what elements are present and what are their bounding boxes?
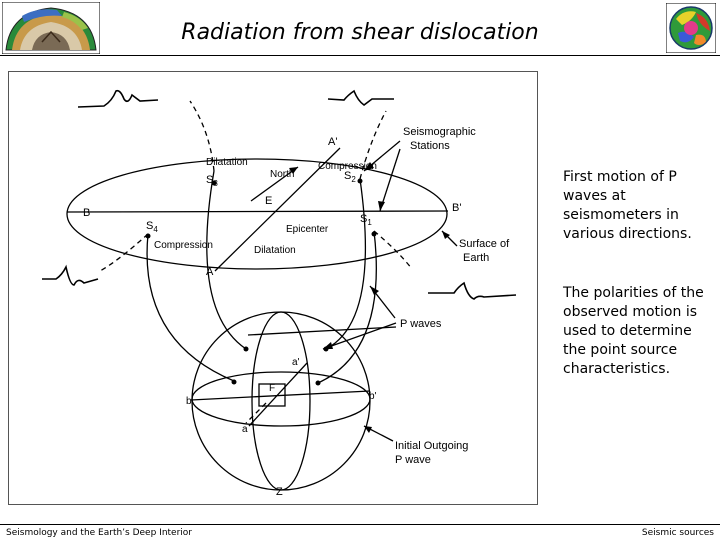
ray-dash-s3 — [189, 100, 215, 172]
caption-polarities: The polarities of the observed motion is… — [563, 285, 704, 377]
sphere-dot-3 — [231, 379, 237, 385]
figure-frame — [8, 71, 538, 505]
arrowhead-surface — [442, 231, 450, 239]
b-b-prime-line — [66, 210, 449, 213]
seismogram-s4 — [42, 264, 99, 286]
arrowhead-stations-s1 — [378, 201, 385, 211]
label-e: E — [265, 195, 272, 207]
footer-course-title: Seismology and the Earth’s Deep Interior — [6, 528, 192, 538]
pointer-p-waves-3 — [247, 326, 397, 336]
b-b-prime-lower-line — [190, 390, 371, 401]
arrowhead-stations-s2 — [364, 162, 374, 171]
footer-divider — [0, 524, 720, 525]
label-b: B — [83, 207, 90, 219]
caption-first-motion: First motion of P waves at seismometers … — [563, 169, 692, 242]
label-earth: Earth — [463, 252, 489, 264]
label-b-prime-lower: b' — [369, 391, 377, 402]
label-p-wave: P wave — [395, 454, 431, 466]
label-f: F — [269, 383, 275, 394]
sphere-dot-1 — [243, 346, 249, 352]
ray-dash-s1 — [373, 230, 413, 270]
label-s1: S1 — [360, 213, 372, 227]
a-a-prime-line — [214, 147, 341, 272]
label-a-lower: a — [242, 424, 248, 435]
seismogram-s1 — [428, 281, 517, 300]
fault-plane-trace — [248, 362, 308, 427]
label-initial-outgoing: Initial Outgoing — [395, 440, 468, 452]
label-b-lower: b — [186, 396, 192, 407]
station-dot-s3 — [211, 180, 217, 186]
arrowhead-p-1 — [370, 286, 379, 295]
ray-path-s4 — [146, 233, 235, 382]
label-seismographic: Seismographic — [403, 126, 476, 138]
footer-section-title: Seismic sources — [641, 528, 714, 538]
label-p-waves: P waves — [400, 318, 442, 330]
arrowhead-initial — [364, 426, 372, 433]
label-a-prime-upper: A' — [328, 136, 337, 148]
header: Radiation from shear dislocation — [0, 0, 720, 57]
focal-sphere-equator — [191, 371, 371, 427]
seismogram-s3 — [77, 89, 159, 108]
label-dilatation-upper: Dilatation — [206, 157, 248, 168]
label-s2: S2 — [344, 170, 356, 184]
label-compression-upper: Compression — [318, 161, 377, 172]
slide-title: Radiation from shear dislocation — [181, 20, 539, 45]
north-arrow — [250, 166, 299, 202]
label-compression-lower: Compression — [154, 240, 213, 251]
header-divider — [0, 55, 720, 56]
tomography-globe-logo — [666, 3, 716, 53]
label-s3: S3 — [206, 174, 218, 188]
station-dot-s1 — [371, 231, 377, 237]
label-s4: S4 — [146, 220, 158, 234]
station-dot-s2 — [357, 178, 363, 184]
sphere-dot-2 — [323, 346, 329, 352]
label-b-prime: B' — [452, 202, 461, 214]
shear-dislocation-diagram: A' Seismographic Stations Dilatation Nor… — [8, 71, 538, 505]
ray-dash-s2 — [359, 110, 387, 180]
label-stations: Stations — [410, 140, 450, 152]
label-north: North — [270, 169, 294, 180]
label-dilatation-lower: Dilatation — [254, 245, 296, 256]
focal-sphere-meridian — [251, 311, 311, 491]
label-surface-of: Surface of — [459, 238, 510, 250]
label-a-upper: A — [206, 266, 214, 278]
ray-path-s3 — [206, 170, 247, 350]
label-z: Z — [276, 486, 283, 498]
station-dot-s4 — [145, 233, 151, 239]
ray-dash-s4 — [99, 233, 149, 272]
earth-cross-section-logo — [2, 2, 100, 54]
earth-surface-ellipse — [66, 158, 448, 270]
sphere-dot-4 — [315, 380, 321, 386]
label-a-prime-lower: a' — [292, 357, 300, 368]
north-arrowhead — [289, 167, 298, 174]
seismogram-s2 — [327, 89, 394, 106]
focus-box — [258, 383, 286, 407]
label-epicenter: Epicenter — [286, 224, 329, 235]
ray-dash-inner — [245, 402, 267, 424]
pointer-stations-s1 — [379, 148, 401, 212]
ray-path-s2 — [325, 178, 367, 350]
